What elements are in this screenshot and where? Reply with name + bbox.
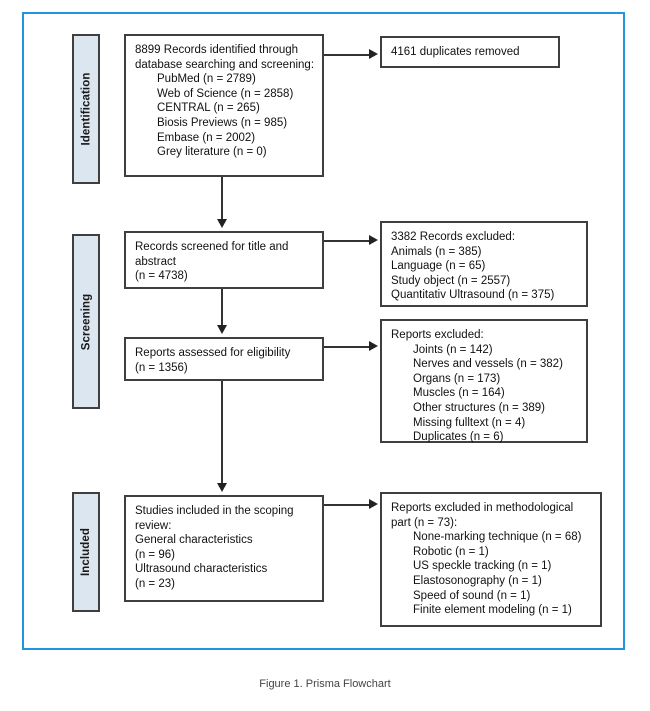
- box-line: General characteristics: [135, 534, 253, 547]
- box-line: Joints (n = 142): [413, 343, 493, 356]
- connector-identified-to-duplicates: [324, 54, 370, 56]
- box-line: None-marking technique (n = 68): [413, 531, 582, 544]
- box-line: 3382 Records excluded:: [391, 231, 516, 243]
- connector-assessed-to-reports-excluded: [324, 346, 370, 348]
- box-line: Finite element modeling (n = 1): [413, 604, 572, 617]
- arrow-assessed-to-reports-excluded: [369, 341, 378, 352]
- stage-label-identification-text: Identification: [80, 72, 92, 146]
- box-line: Web of Science (n = 2858): [157, 87, 294, 100]
- box-line: abstract: [135, 255, 176, 268]
- box-line: Speed of sound (n = 1): [413, 589, 531, 602]
- box-line: Elastosonography (n = 1): [413, 574, 542, 587]
- arrow-identified-to-screened: [216, 219, 227, 228]
- box-line: Reports assessed for eligibility: [135, 347, 291, 359]
- box-line: Studies included in the scoping: [135, 505, 294, 517]
- box-studies-included: Studies included in the scoping review: …: [124, 495, 324, 602]
- arrow-identified-to-duplicates: [369, 49, 378, 60]
- stage-label-screening: Screening: [72, 234, 100, 409]
- box-line: 8899 Records identified through: [135, 44, 299, 56]
- box-line: Muscles (n = 164): [413, 387, 505, 400]
- stage-label-identification: Identification: [72, 34, 100, 184]
- stage-label-included: Included: [72, 492, 100, 612]
- box-line: Robotic (n = 1): [413, 545, 489, 558]
- box-line: (n = 23): [135, 577, 175, 590]
- box-line: Biosis Previews (n = 985): [157, 116, 288, 129]
- stage-label-screening-text: Screening: [80, 293, 93, 350]
- box-line: database searching and screening:: [135, 58, 315, 71]
- figure-caption: Figure 1. Prisma Flowchart: [259, 678, 391, 690]
- box-reports-excluded-methodological: Reports excluded in methodological part …: [380, 492, 602, 627]
- box-line: Quantitativ Ultrasound (n = 375): [391, 289, 555, 302]
- connector-identified-to-screened: [221, 177, 223, 221]
- box-duplicates-removed: 4161 duplicates removed: [380, 36, 560, 68]
- box-line: Reports excluded:: [391, 329, 484, 341]
- box-line: Animals (n = 385): [391, 245, 482, 258]
- box-reports-excluded: Reports excluded: Joints (n = 142) Nerve…: [380, 319, 588, 443]
- connector-assessed-to-included: [221, 381, 223, 485]
- box-records-identified: 8899 Records identified through database…: [124, 34, 324, 177]
- arrow-assessed-to-included: [216, 483, 227, 492]
- connector-screened-to-assessed: [221, 289, 223, 327]
- box-line: Other structures (n = 389): [413, 401, 545, 414]
- box-line: PubMed (n = 2789): [157, 73, 256, 86]
- box-line: part (n = 73):: [391, 516, 458, 529]
- box-line: Nerves and vessels (n = 382): [413, 358, 563, 371]
- box-line: Grey literature (n = 0): [157, 146, 267, 159]
- box-line: (n = 4738): [135, 270, 188, 283]
- box-line: Organs (n = 173): [413, 372, 501, 385]
- box-line: Missing fulltext (n = 4): [413, 416, 526, 429]
- box-records-screened: Records screened for title and abstract …: [124, 231, 324, 289]
- box-reports-assessed: Reports assessed for eligibility (n = 13…: [124, 337, 324, 381]
- box-line: CENTRAL (n = 265): [157, 102, 260, 115]
- figure-frame: Identification Screening Included 8899 R…: [22, 12, 625, 650]
- box-line: (n = 1356): [135, 361, 188, 374]
- box-line: US speckle tracking (n = 1): [413, 560, 552, 573]
- connector-included-to-methodological-excluded: [324, 504, 370, 506]
- box-line: Study object (n = 2557): [391, 274, 511, 287]
- box-line: Duplicates (n = 6): [413, 431, 504, 444]
- box-line: (n = 96): [135, 548, 175, 561]
- arrow-screened-to-excluded: [369, 235, 378, 246]
- arrow-screened-to-assessed: [216, 325, 227, 334]
- box-line: Ultrasound characteristics: [135, 563, 268, 576]
- box-line: review:: [135, 519, 172, 532]
- box-line: Reports excluded in methodological: [391, 502, 574, 514]
- box-line: Records screened for title and: [135, 241, 289, 253]
- box-line: 4161 duplicates removed: [391, 46, 520, 58]
- box-line: Language (n = 65): [391, 260, 486, 273]
- box-records-excluded: 3382 Records excluded: Animals (n = 385)…: [380, 221, 588, 307]
- arrow-included-to-methodological-excluded: [369, 499, 378, 510]
- stage-label-included-text: Included: [80, 527, 92, 577]
- connector-screened-to-excluded: [324, 240, 370, 242]
- box-line: Embase (n = 2002): [157, 131, 256, 144]
